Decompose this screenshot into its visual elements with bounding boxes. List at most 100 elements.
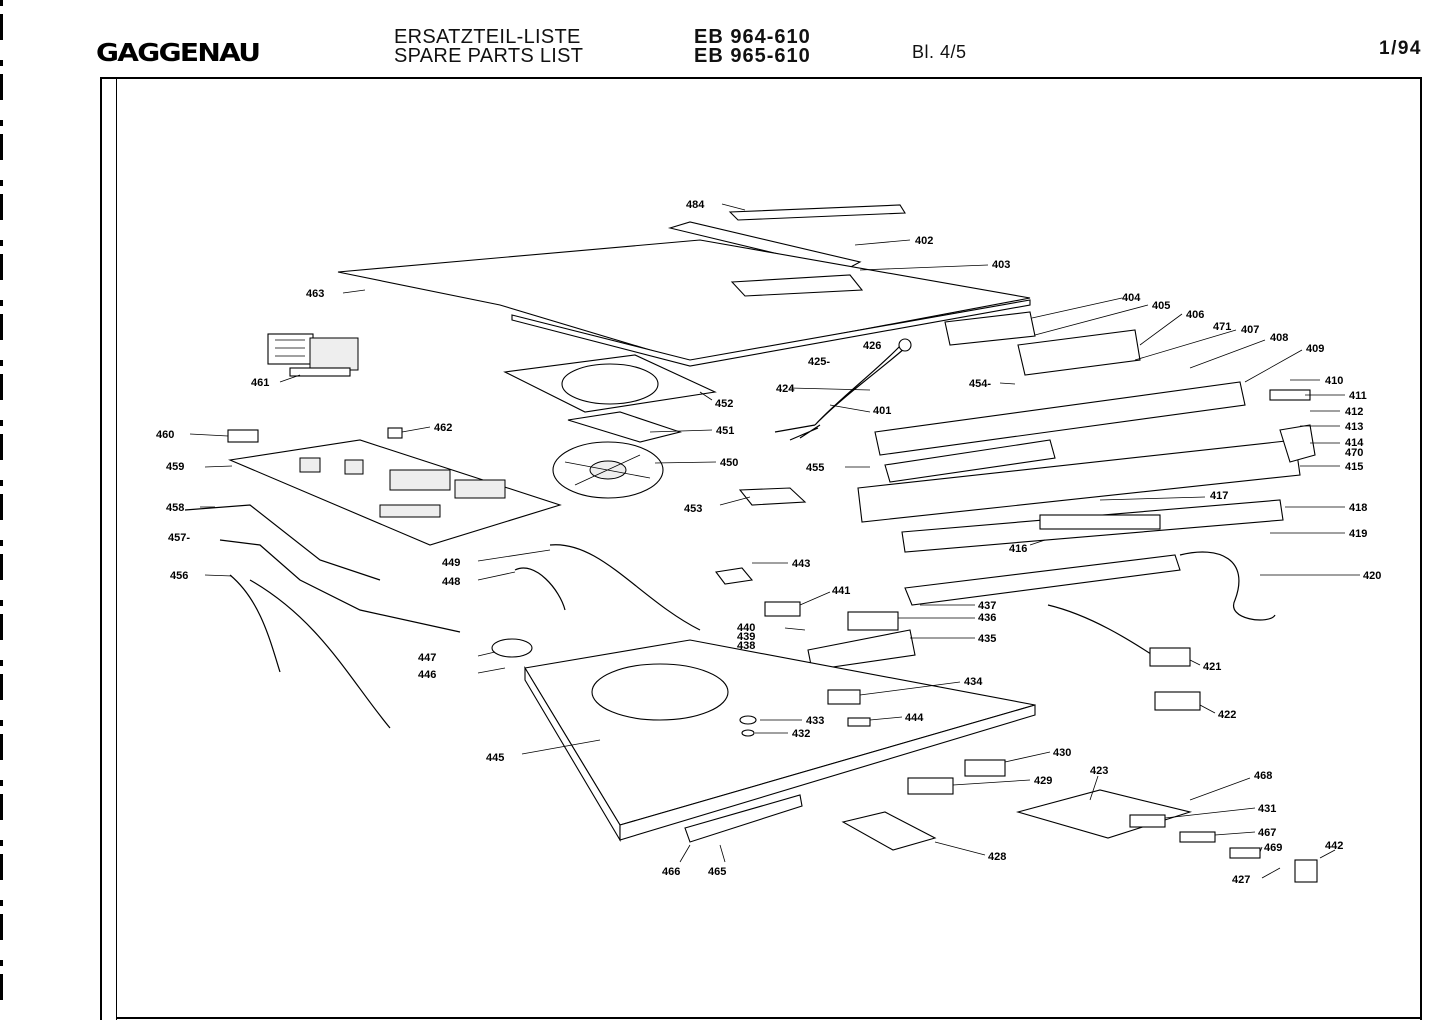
label-434: 434 xyxy=(964,676,983,688)
part-451-bracket xyxy=(567,411,682,443)
label-440: 440 xyxy=(737,622,755,634)
label-471: 471 xyxy=(1213,321,1231,333)
sheet-titles: ERSATZTEIL-LISTE SPARE PARTS LIST xyxy=(394,26,583,66)
part-430-switch xyxy=(964,759,1006,777)
part-463-cover-edge xyxy=(511,299,1031,367)
part-461-transformer xyxy=(267,333,359,377)
part-445-base-tray xyxy=(524,639,1036,843)
label-451: 451 xyxy=(716,425,734,437)
label-442: 442 xyxy=(1325,840,1343,852)
part-404-switch-block xyxy=(944,311,1036,346)
part-468-lock-plate xyxy=(1015,789,1193,839)
part-420-ribbon-cable xyxy=(1179,551,1276,621)
label-433: 433 xyxy=(806,715,824,727)
label-406: 406 xyxy=(1186,309,1204,321)
label-445: 445 xyxy=(486,752,504,764)
part-460-clip xyxy=(227,429,259,443)
drawing-frame xyxy=(100,77,1422,1020)
label-484: 484 xyxy=(686,199,705,211)
label-427: 427 xyxy=(1232,874,1250,886)
label-454: 454- xyxy=(969,378,991,390)
part-414-knob xyxy=(1279,424,1316,463)
part-465-strip xyxy=(684,794,803,843)
part-406-housing xyxy=(1017,329,1141,376)
label-428: 428 xyxy=(988,851,1006,863)
part-421-sensor-lead xyxy=(1047,604,1161,661)
label-414: 414 xyxy=(1345,437,1364,449)
part-453-small-board xyxy=(738,487,807,506)
part-448-ribbon-cable xyxy=(514,567,566,611)
part-number-labels: 484 402 403 463 461 404 405 406 471 407 … xyxy=(156,199,1381,886)
label-453: 453 xyxy=(684,503,702,515)
sheet-number: Bl. 4/5 xyxy=(912,42,967,62)
label-415: 415 xyxy=(1345,461,1363,473)
part-420-bottom-trim xyxy=(904,554,1181,606)
label-444: 444 xyxy=(905,712,924,724)
part-422-bracket xyxy=(1154,691,1201,711)
label-402: 402 xyxy=(915,235,933,247)
label-413: 413 xyxy=(1345,421,1363,433)
part-467-rod xyxy=(1179,831,1216,843)
label-447: 447 xyxy=(418,652,436,664)
label-404: 404 xyxy=(1122,292,1141,304)
part-421-sensor xyxy=(1149,647,1191,667)
model-number-1: EB 964-610 xyxy=(694,26,811,48)
part-428-plate xyxy=(841,811,937,851)
label-437: 437 xyxy=(978,600,996,612)
part-409-panel xyxy=(874,381,1246,456)
label-401: 401 xyxy=(873,405,891,417)
label-462: 462 xyxy=(434,422,452,434)
part-452-fan-plate xyxy=(503,354,717,413)
label-449: 449 xyxy=(442,557,460,569)
part-469-pin xyxy=(1229,847,1261,859)
model-numbers: EB 964-610 EB 965-610 xyxy=(694,26,811,66)
part-424-cable xyxy=(814,345,906,426)
part-456-harness xyxy=(229,574,391,729)
label-461: 461 xyxy=(251,377,269,389)
part-443-bracket xyxy=(715,567,754,585)
part-403-cut-out xyxy=(730,274,864,297)
label-448: 448 xyxy=(442,576,460,588)
label-426: 426 xyxy=(863,340,881,352)
part-449-ribbon-cable xyxy=(549,544,701,631)
part-455-switch-strip xyxy=(884,439,1056,483)
label-416: 416 xyxy=(1009,543,1027,555)
label-419: 419 xyxy=(1349,528,1367,540)
label-469: 469 xyxy=(1264,842,1282,854)
part-401-wire-ends xyxy=(774,424,821,441)
part-417-display xyxy=(1039,514,1161,530)
part-457-harness xyxy=(219,539,461,633)
label-436: 436 xyxy=(978,612,996,624)
label-459: 459 xyxy=(166,461,184,473)
scan-edge-marks xyxy=(0,0,3,1019)
part-434-switch xyxy=(827,689,861,705)
label-425: 425- xyxy=(808,356,830,368)
part-429-switch xyxy=(907,777,954,795)
label-460: 460 xyxy=(156,429,174,441)
label-421: 421 xyxy=(1203,661,1221,673)
issue-date: 1/94 xyxy=(1379,38,1422,59)
part-436-switch xyxy=(847,611,899,631)
sheet-header: GAGGENAU ERSATZTEIL-LISTE SPARE PARTS LI… xyxy=(0,0,1442,78)
label-405: 405 xyxy=(1152,300,1170,312)
part-410-bracket xyxy=(1269,389,1311,401)
label-407: 407 xyxy=(1241,324,1259,336)
part-458-harness xyxy=(184,504,381,581)
label-429: 429 xyxy=(1034,775,1052,787)
label-458: 458 xyxy=(166,502,184,514)
label-456: 456 xyxy=(170,570,188,582)
label-435: 435 xyxy=(978,633,996,645)
label-470: 470 xyxy=(1345,447,1363,459)
label-420: 420 xyxy=(1363,570,1381,582)
drawing-frame-bottom xyxy=(116,1017,1422,1019)
label-455: 455 xyxy=(806,462,824,474)
label-412: 412 xyxy=(1345,406,1363,418)
title-german: ERSATZTEIL-LISTE xyxy=(394,26,581,48)
label-467: 467 xyxy=(1258,827,1276,839)
label-409: 409 xyxy=(1306,343,1324,355)
part-444-plate xyxy=(847,717,871,727)
part-442-block xyxy=(1294,859,1318,883)
label-450: 450 xyxy=(720,457,738,469)
label-422: 422 xyxy=(1218,709,1236,721)
label-417: 417 xyxy=(1210,490,1228,502)
